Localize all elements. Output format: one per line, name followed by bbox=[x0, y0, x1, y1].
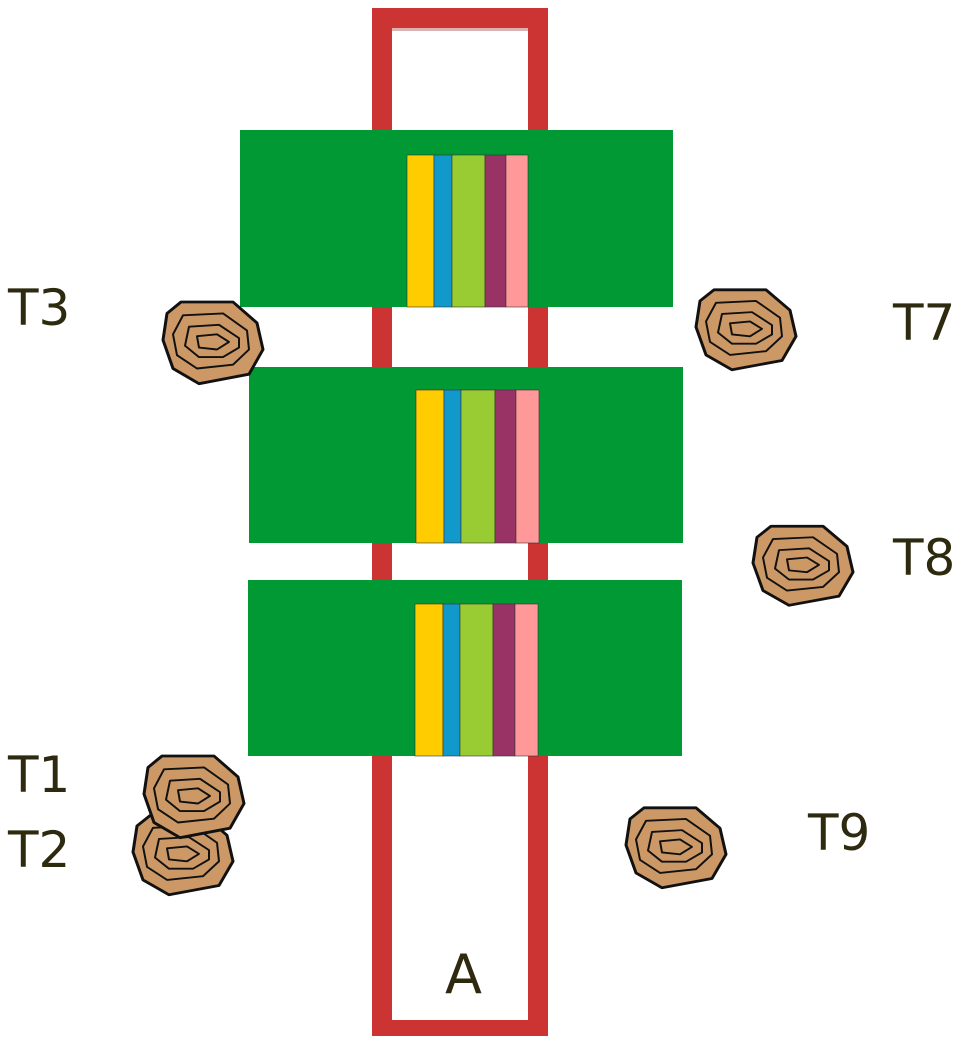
stripe-lightgreen bbox=[451, 154, 486, 308]
frame-inner-top-line bbox=[392, 28, 528, 31]
tree-stump-icon bbox=[624, 806, 728, 890]
frame-bottom-bar bbox=[372, 1020, 548, 1036]
tree-stump-icon bbox=[161, 300, 265, 386]
mat-1-stripes bbox=[406, 154, 529, 308]
label-t8: T8 bbox=[892, 529, 955, 587]
stripe-lightgreen bbox=[459, 603, 494, 757]
stripe-yellow bbox=[414, 603, 444, 757]
mat-3 bbox=[248, 580, 682, 757]
tree-stump-icon bbox=[751, 524, 855, 607]
label-t7: T7 bbox=[892, 294, 955, 352]
stripe-yellow bbox=[415, 389, 445, 544]
label-area-a: A bbox=[445, 943, 482, 1006]
stripe-purple bbox=[484, 154, 507, 308]
tree-stump-icon bbox=[694, 288, 798, 372]
stripe-lightgreen bbox=[460, 389, 496, 544]
mat-2 bbox=[249, 367, 683, 544]
mat-3-stripes bbox=[414, 603, 539, 757]
label-t3: T3 bbox=[7, 279, 70, 337]
stripe-yellow bbox=[406, 154, 435, 308]
stripe-pink bbox=[515, 389, 540, 544]
stripe-purple bbox=[492, 603, 516, 757]
label-t1: T1 bbox=[7, 746, 70, 804]
label-t9: T9 bbox=[807, 804, 870, 862]
stripe-purple bbox=[494, 389, 517, 544]
stripe-blue bbox=[442, 603, 461, 757]
label-t2: T2 bbox=[7, 821, 70, 879]
stripe-pink bbox=[505, 154, 529, 308]
tree-stump-icon bbox=[142, 754, 246, 840]
stripe-pink bbox=[514, 603, 539, 757]
mat-1 bbox=[240, 130, 673, 308]
stripe-blue bbox=[433, 154, 453, 308]
mat-2-stripes bbox=[415, 389, 540, 544]
stripe-blue bbox=[443, 389, 462, 544]
frame-top-bar bbox=[372, 8, 548, 28]
